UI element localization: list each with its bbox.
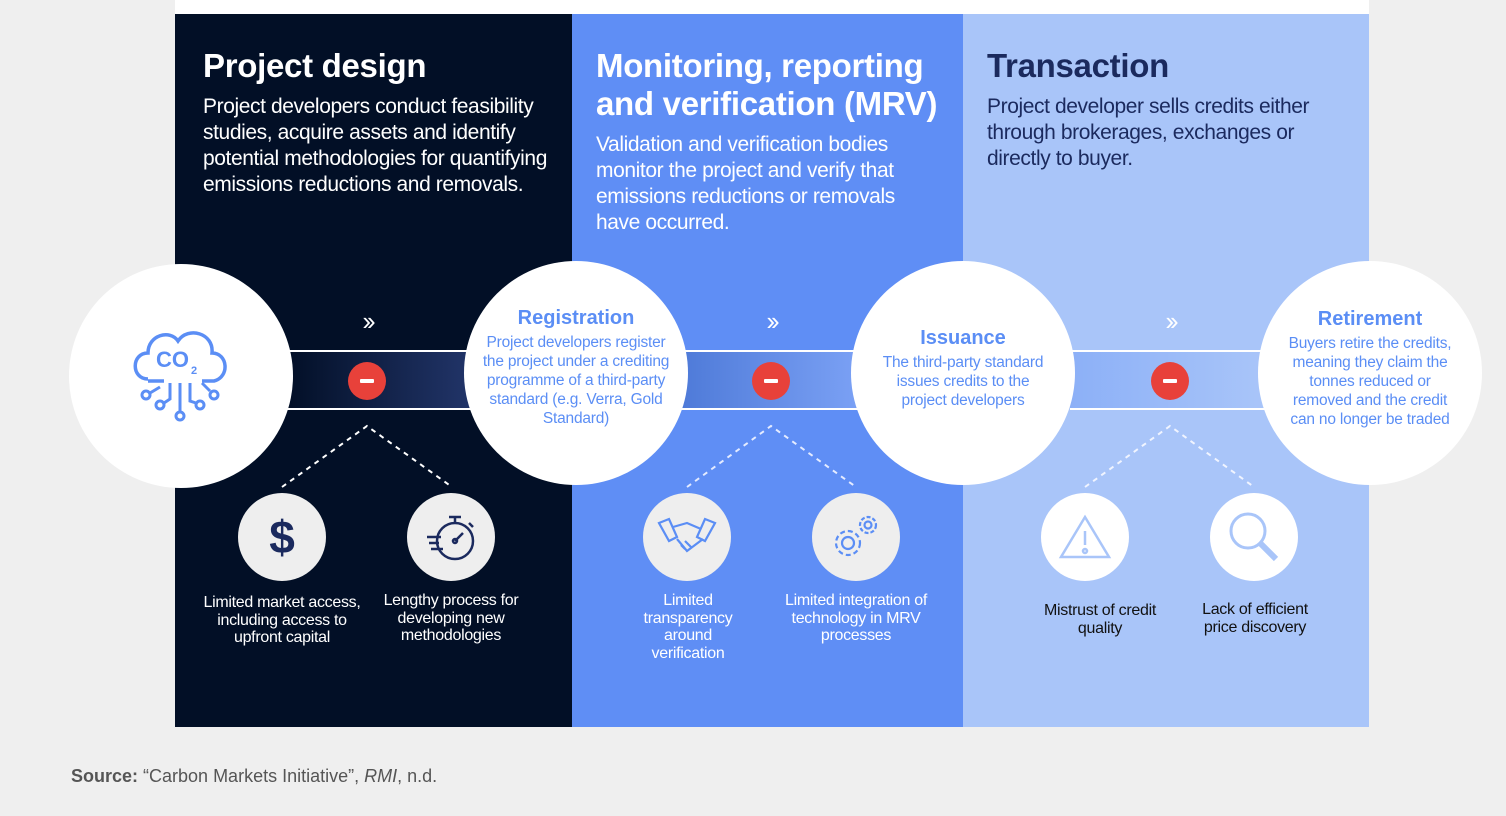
- step-title: Retirement: [1317, 308, 1423, 330]
- source-label: Source:: [71, 766, 139, 786]
- challenge-label: Mistrust of credit quality: [1044, 602, 1156, 637]
- source-date: , n.d.: [397, 766, 438, 786]
- challenge-label: Lengthy process for developing new metho…: [383, 592, 519, 644]
- step-description: The third-party standard issues credits …: [882, 354, 1044, 409]
- step-description: Project developers register the project …: [482, 334, 670, 427]
- gears-icon: [812, 493, 900, 581]
- chevron-right-icon: ››: [362, 306, 375, 336]
- source-publisher: RMI: [364, 766, 398, 786]
- minus-icon: [752, 362, 790, 400]
- co2-cloud-circle: CO 2: [69, 264, 293, 488]
- step-title: Issuance: [920, 327, 1006, 349]
- step-issuance: Issuance The third-party standard issues…: [851, 261, 1075, 485]
- stage-title: Project design: [203, 47, 427, 84]
- svg-text:2: 2: [191, 365, 197, 377]
- step-retirement: Retirement Buyers retire the credits, me…: [1258, 261, 1482, 485]
- stage-description: Project developers conduct feasibility s…: [203, 95, 547, 196]
- magnifier-icon: [1210, 493, 1298, 581]
- co2-cloud-icon: CO 2: [133, 331, 227, 422]
- chevron-right-icon: ››: [1165, 306, 1178, 336]
- minus-icon: [348, 362, 386, 400]
- challenge-label: Limited transparency around verification: [643, 592, 733, 662]
- stage-description: Project developer sells credits either t…: [987, 95, 1310, 170]
- top-strip: [175, 0, 1369, 14]
- challenge-label: Lack of efficient price discovery: [1202, 601, 1308, 636]
- step-title: Registration: [517, 307, 635, 329]
- svg-text:CO: CO: [156, 347, 189, 372]
- minus-icon: [1151, 362, 1189, 400]
- warning-icon: [1041, 493, 1129, 581]
- handshake-icon: [643, 493, 731, 581]
- stage-description: Validation and verification bodies monit…: [596, 133, 895, 234]
- challenge-label: Limited market access, including access …: [203, 594, 361, 646]
- step-registration: Registration Project developers register…: [464, 261, 688, 485]
- source-text: “Carbon Markets Initiative”,: [138, 766, 365, 786]
- source-note: Source: “Carbon Markets Initiative”, RMI…: [71, 766, 437, 787]
- step-description: Buyers retire the credits, meaning they …: [1288, 335, 1452, 428]
- stopwatch-icon: [407, 493, 495, 581]
- stage-title: Monitoring, reporting and verification (…: [596, 47, 938, 122]
- stage-title: Transaction: [987, 47, 1169, 84]
- dollar-icon: $: [238, 493, 326, 581]
- chevron-right-icon: ››: [766, 306, 779, 336]
- challenge-label: Limited integration of technology in MRV…: [785, 592, 927, 644]
